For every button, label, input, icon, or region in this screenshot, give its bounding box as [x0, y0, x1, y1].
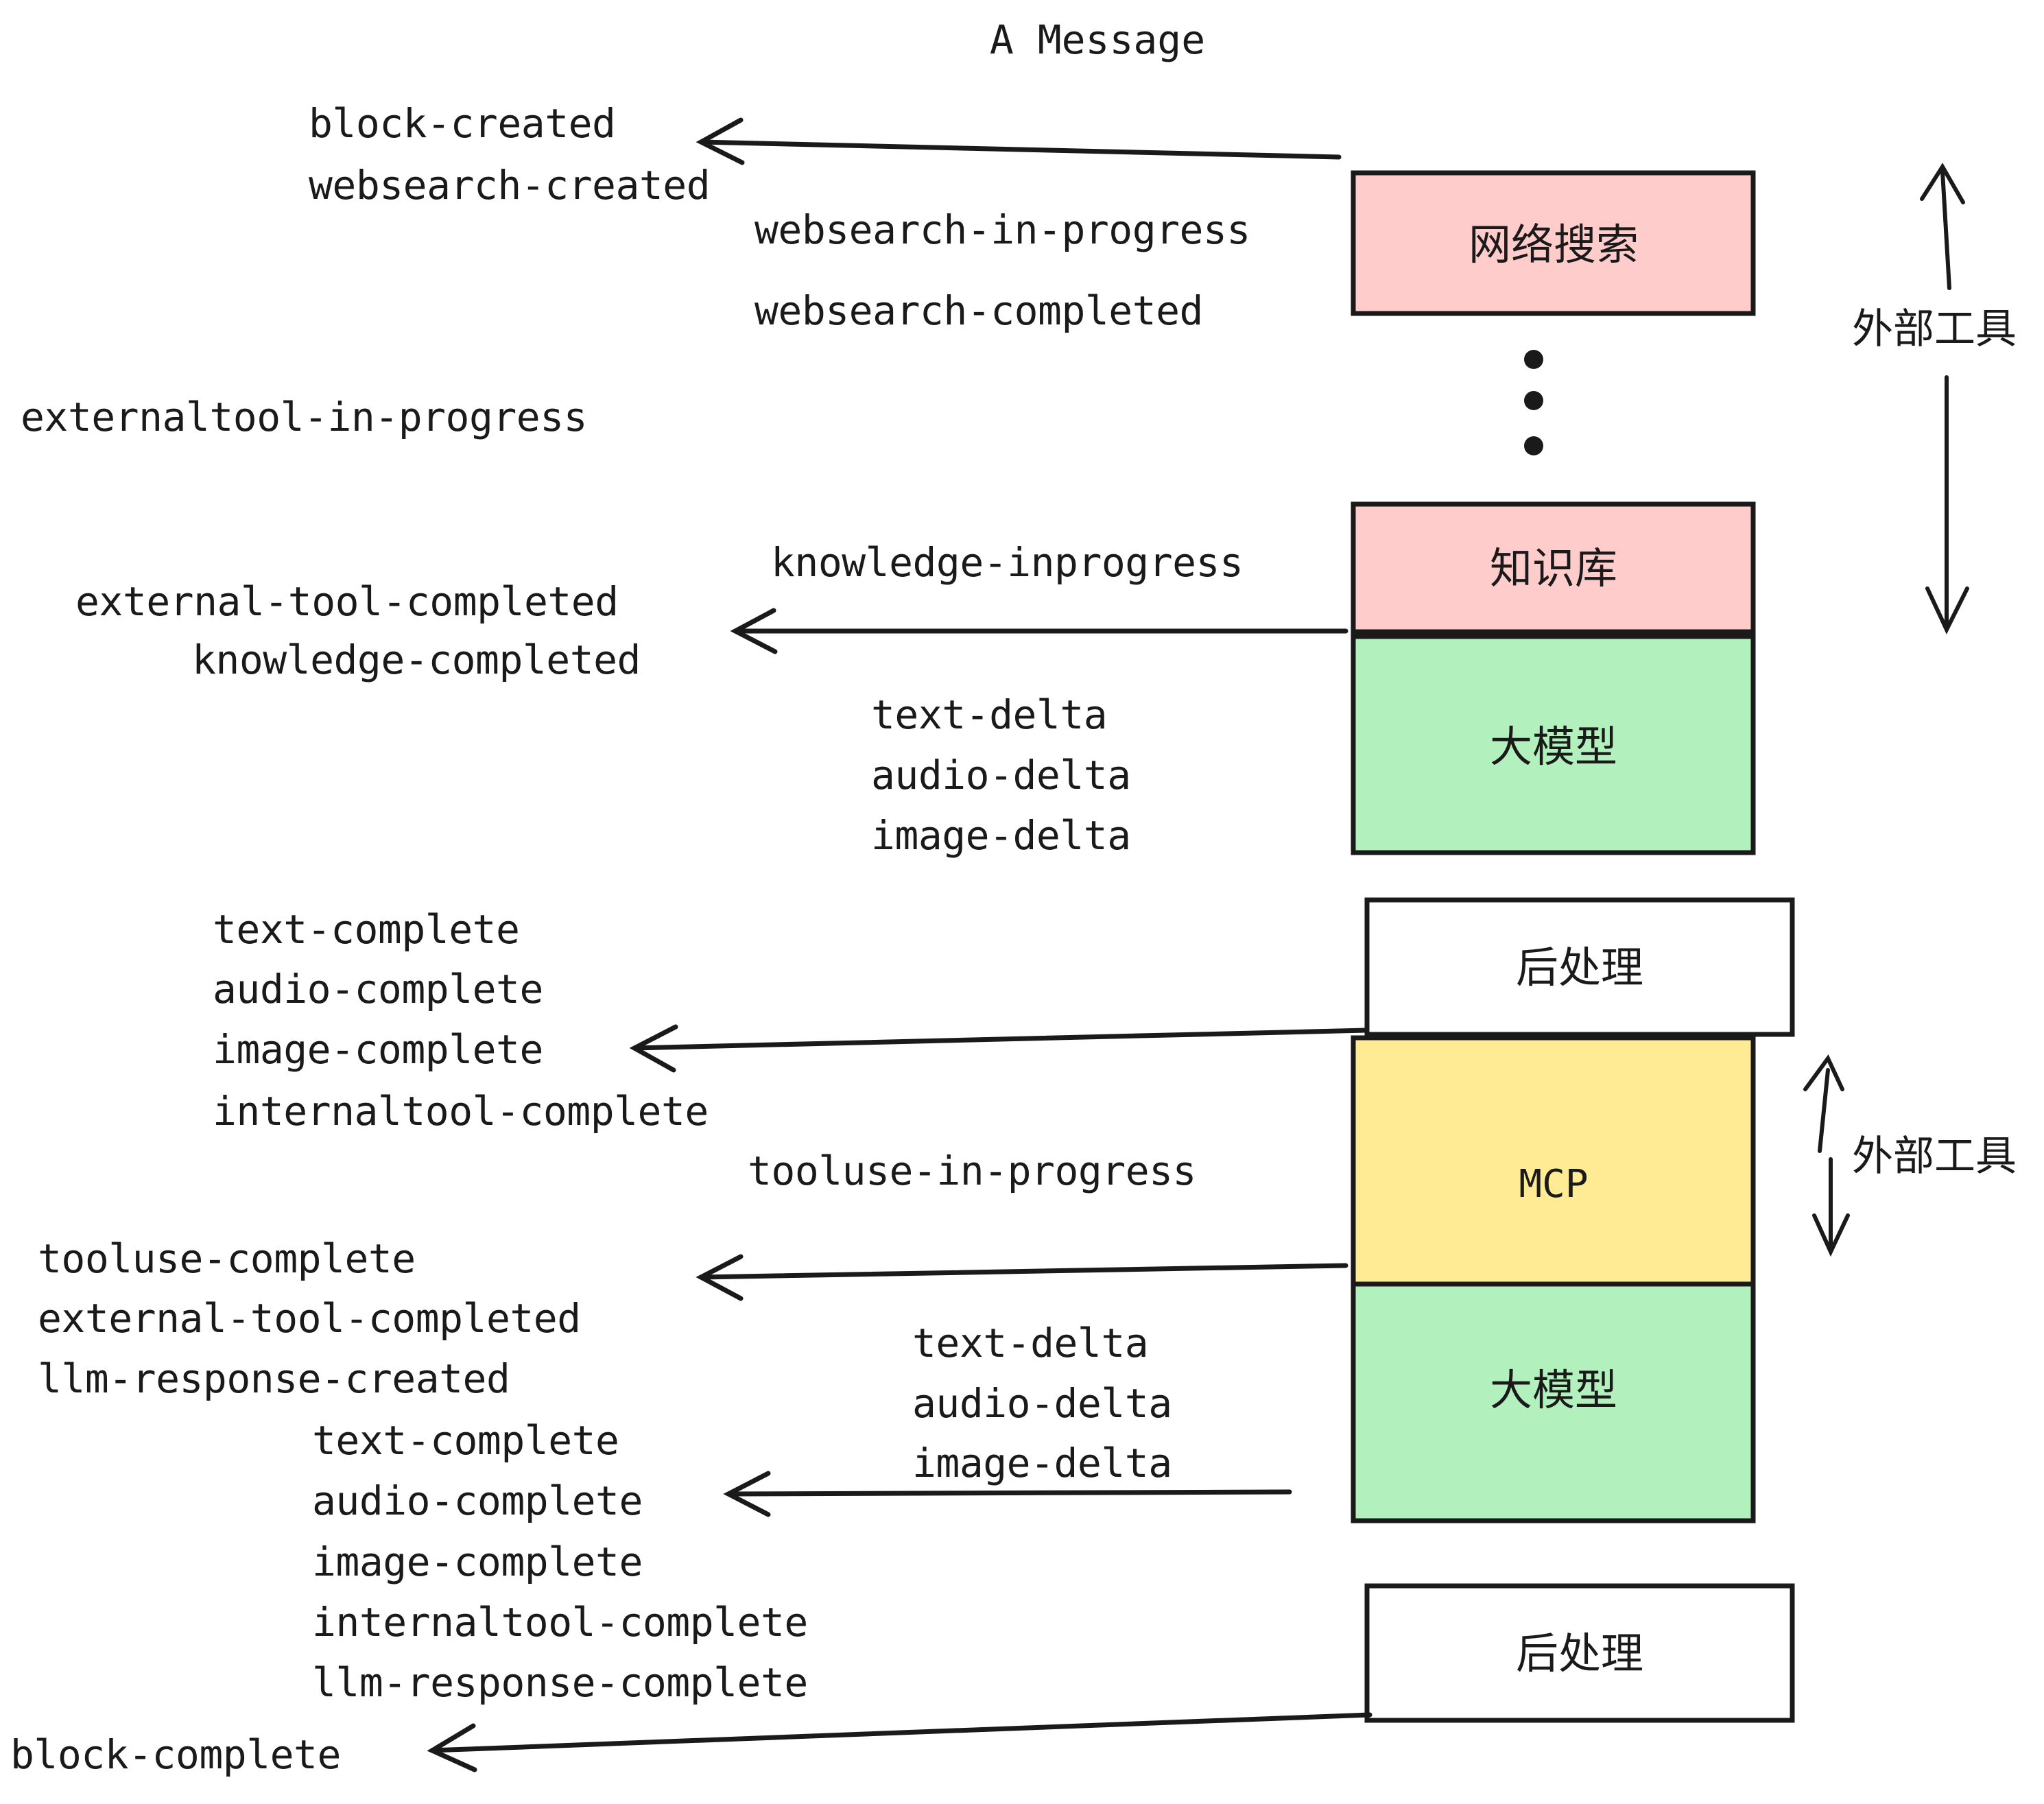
flow-arrowhead	[427, 1723, 477, 1772]
node-box-websearch[interactable]	[1351, 170, 1756, 316]
event-label-websearch-created: websearch-created	[309, 162, 710, 209]
event-label-external-tool-completed-1: external-tool-completed	[75, 578, 619, 625]
event-label-block-created: block-created	[309, 100, 615, 147]
flow-arrowhead	[723, 1471, 771, 1517]
external-tool-up-arrowhead-top	[1920, 163, 1965, 204]
event-label-image-complete-1: image-complete	[213, 1026, 543, 1073]
event-label-knowledge-inprogress: knowledge-inprogress	[771, 539, 1243, 586]
side-label-external-tool-bottom: 外部工具	[1852, 1132, 2017, 1180]
flow-arrow-websearch-out	[698, 139, 1342, 160]
event-label-audio-delta-1: audio-delta	[871, 752, 1131, 798]
side-label-external-tool-top: 外部工具	[1852, 305, 2017, 353]
external-tool-up-line-top	[1940, 169, 1951, 290]
flow-arrow-postprocess-second-out	[429, 1712, 1372, 1753]
flow-arrow-mcp-out	[698, 1263, 1348, 1280]
page-title: A Message	[990, 16, 1205, 63]
flow-arrowhead	[696, 1254, 744, 1301]
flow-arrowhead	[696, 117, 745, 165]
external-tool-down-arrowhead-bottom	[1812, 1213, 1850, 1257]
node-label-knowledge: 知识库	[1490, 543, 1617, 593]
event-label-internaltool-complete-1: internaltool-complete	[213, 1088, 709, 1135]
node-box-postprocess-second[interactable]	[1364, 1583, 1795, 1723]
flow-arrow-postprocess-out	[632, 1028, 1369, 1051]
event-label-text-complete-2: text-complete	[312, 1417, 619, 1464]
event-label-tooluse-complete: tooluse-complete	[38, 1235, 416, 1282]
event-label-externaltool-in-progress: externaltool-in-progress	[21, 394, 587, 440]
external-tool-down-arrowhead-top	[1925, 586, 1969, 634]
event-label-block-complete: block-complete	[10, 1731, 341, 1778]
ellipsis-dot	[1524, 350, 1543, 369]
node-label-websearch: 网络搜索	[1469, 219, 1639, 270]
event-label-tooluse-in-progress: tooluse-in-progress	[748, 1148, 1196, 1194]
event-label-audio-complete-1: audio-complete	[213, 966, 543, 1012]
external-tool-up-line-bottom	[1818, 1068, 1830, 1153]
event-label-text-delta-2: text-delta	[912, 1320, 1148, 1366]
event-label-external-tool-completed-2: external-tool-completed	[38, 1295, 581, 1342]
event-label-websearch-in-progress: websearch-in-progress	[754, 206, 1250, 253]
node-label-llm-first: 大模型	[1490, 722, 1617, 772]
node-box-knowledge[interactable]	[1351, 501, 1756, 634]
node-label-mcp: MCP	[1519, 1162, 1588, 1207]
flow-arrowhead	[629, 1024, 678, 1073]
external-tool-up-arrowhead-bottom	[1803, 1054, 1844, 1091]
node-label-postprocess-second: 后处理	[1516, 1628, 1643, 1678]
node-box-llm-second[interactable]	[1351, 1281, 1756, 1523]
node-box-llm-first[interactable]	[1351, 634, 1756, 855]
event-label-internaltool-complete-2: internaltool-complete	[312, 1599, 808, 1646]
flow-arrowhead	[730, 608, 778, 654]
event-label-image-complete-2: image-complete	[312, 1539, 643, 1585]
event-label-knowledge-completed: knowledge-completed	[192, 637, 641, 683]
node-label-llm-second: 大模型	[1490, 1365, 1617, 1415]
event-label-audio-delta-2: audio-delta	[912, 1380, 1172, 1427]
event-label-llm-response-created: llm-response-created	[38, 1355, 510, 1402]
node-label-postprocess-first: 后处理	[1516, 942, 1643, 993]
node-box-postprocess-first[interactable]	[1364, 897, 1795, 1037]
event-label-text-complete-1: text-complete	[213, 906, 519, 953]
event-label-audio-complete-2: audio-complete	[312, 1477, 643, 1524]
flow-arrow-llm-second-out	[726, 1489, 1292, 1497]
ellipsis-dot	[1524, 436, 1543, 455]
event-label-image-delta-2: image-delta	[912, 1440, 1172, 1486]
event-label-websearch-completed: websearch-completed	[754, 287, 1203, 334]
ellipsis-dot	[1524, 391, 1543, 410]
event-label-image-delta-1: image-delta	[871, 812, 1131, 859]
event-label-text-delta-1: text-delta	[871, 691, 1107, 738]
event-label-llm-response-complete: llm-response-complete	[312, 1659, 808, 1706]
